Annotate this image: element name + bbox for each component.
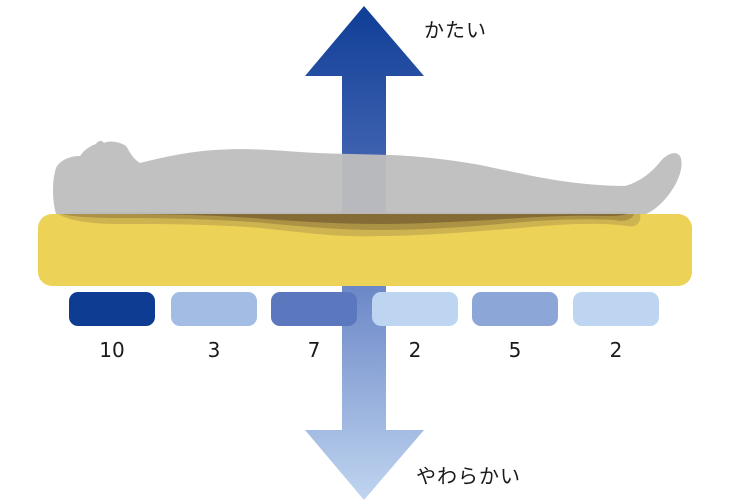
zone-value-2: 3 — [207, 338, 221, 362]
zone-pad — [472, 292, 558, 326]
zone-value-3: 7 — [307, 338, 321, 362]
zone-value-6: 2 — [609, 338, 623, 362]
zone-pad — [171, 292, 257, 326]
zone-pad — [372, 292, 458, 326]
zone-value-1: 10 — [99, 338, 125, 362]
zone-pads — [69, 292, 659, 326]
body-impression-inner — [66, 212, 630, 224]
zone-value-5: 5 — [508, 338, 522, 362]
mattress — [38, 214, 692, 286]
label-hard: かたい — [424, 18, 487, 42]
zone-pad — [69, 292, 155, 326]
person-silhouette — [53, 140, 682, 214]
label-soft: やわらかい — [416, 464, 521, 488]
zone-value-4: 2 — [408, 338, 422, 362]
zone-pad — [573, 292, 659, 326]
zone-pad — [271, 292, 357, 326]
